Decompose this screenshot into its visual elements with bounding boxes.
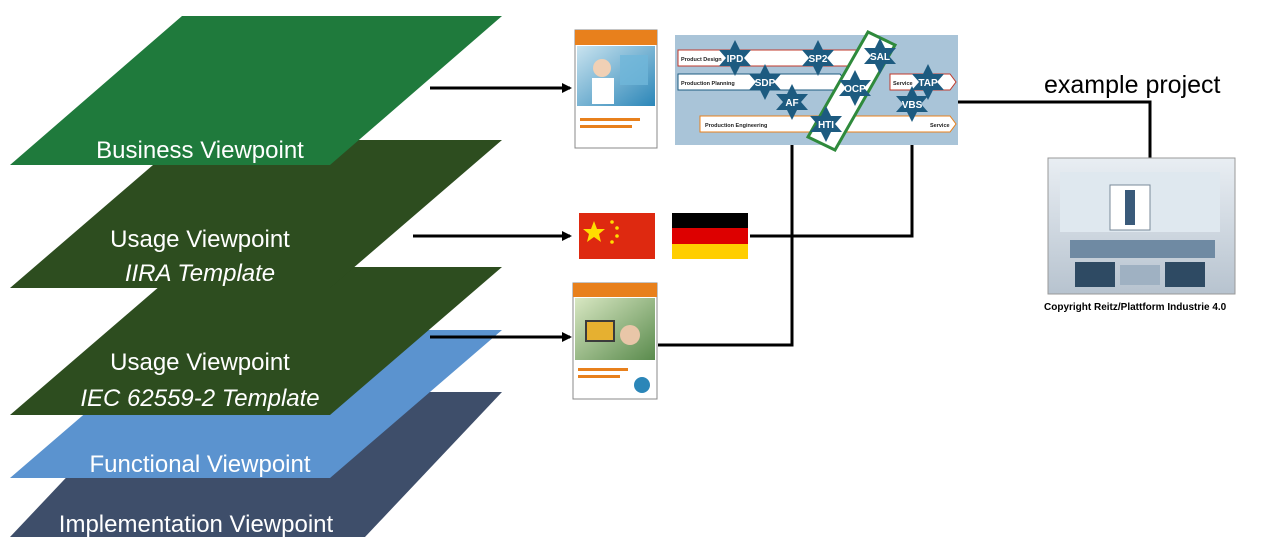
star-tap-label: TAP bbox=[918, 78, 938, 89]
layer-business-shape bbox=[10, 16, 502, 165]
star-sdp: SDP bbox=[749, 64, 781, 100]
lane-production-planning-label: Production Planning bbox=[681, 81, 735, 87]
brochure-thumbnail-bottom bbox=[572, 282, 658, 400]
star-hti: HTI bbox=[810, 106, 842, 142]
lane-service-bottom-label: Service bbox=[930, 123, 950, 129]
germany-flag bbox=[672, 213, 748, 259]
layer-usage-iec-viewpoint: Usage Viewpoint IEC 62559-2 Template bbox=[10, 267, 502, 415]
star-sal-label: SAL bbox=[870, 52, 890, 63]
arrow-example-to-vbs bbox=[933, 97, 1152, 158]
arrow-germany-to-vbs bbox=[750, 110, 917, 238]
star-sdp-label: SDP bbox=[755, 78, 776, 89]
layer-functional-label: Functional Viewpoint bbox=[89, 451, 310, 478]
process-map: Product Design Production Planning Servi… bbox=[675, 30, 958, 152]
star-hti-label: HTI bbox=[818, 120, 834, 131]
star-sal: SAL bbox=[864, 38, 896, 74]
star-ipd: IPD bbox=[719, 40, 751, 76]
star-ocp-label: OCP bbox=[844, 84, 866, 95]
brochure-thumbnail-top bbox=[574, 29, 658, 149]
star-vbs-label: VBS bbox=[902, 100, 923, 111]
layer-business-label: Business Viewpoint bbox=[96, 137, 304, 164]
arrow-brochure-to-af bbox=[658, 110, 797, 347]
layer-usage-iec-shape bbox=[10, 267, 502, 415]
china-flag bbox=[579, 213, 655, 259]
layer-implementation-label: Implementation Viewpoint bbox=[59, 511, 334, 537]
layer-usage-iira-line2: IIRA Template bbox=[125, 260, 275, 287]
layer-usage-iira-viewpoint: Usage Viewpoint IIRA Template bbox=[10, 140, 502, 288]
star-vbs: VBS bbox=[896, 86, 928, 122]
example-project-label: example project bbox=[1044, 71, 1221, 99]
star-af-label: AF bbox=[785, 98, 798, 109]
lane-production-engineering-label: Production Engineering bbox=[705, 123, 767, 129]
layer-business-viewpoint: Business Viewpoint bbox=[10, 16, 502, 165]
layer-usage-iec-line1: Usage Viewpoint bbox=[110, 349, 290, 376]
star-tap: TAP bbox=[912, 64, 944, 100]
star-ipd-label: IPD bbox=[727, 54, 744, 65]
copyright-caption: Copyright Reitz/Plattform Industrie 4.0 bbox=[1044, 302, 1227, 313]
layer-usage-iira-line1: Usage Viewpoint bbox=[110, 226, 290, 253]
lane-product-design-label: Product Design bbox=[681, 57, 722, 63]
star-sp2: SP2 bbox=[802, 40, 834, 76]
example-project-photo bbox=[1047, 157, 1236, 295]
layer-usage-iira-shape bbox=[10, 140, 502, 288]
star-ocp: OCP bbox=[839, 70, 871, 106]
star-sp2-label: SP2 bbox=[809, 54, 828, 65]
layer-usage-iec-template: Template bbox=[222, 385, 320, 412]
layer-usage-iec-line2: IEC 62559-2 Template bbox=[80, 385, 319, 412]
layer-usage-iec-prefix: IEC 62559-2 bbox=[80, 385, 215, 412]
lane-service-top-label: Service bbox=[893, 81, 913, 87]
star-af: AF bbox=[776, 84, 808, 120]
